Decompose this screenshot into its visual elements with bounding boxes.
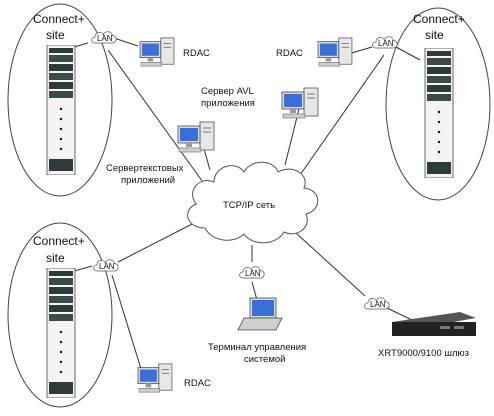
network-label: TCP/IP сеть [223,200,275,211]
text-server-label-line2: приложений [121,175,175,186]
text-server-icon [177,121,215,153]
rdac-label: RDAC [183,48,210,59]
site-label-line2: site [425,28,444,42]
rdac-computer-icon [137,363,173,393]
site-label-line1: Connect+ [33,12,85,26]
terminal-label-line2: системой [244,354,285,365]
tcpip-cloud-icon [187,161,319,244]
site-boundary-top-left [7,3,113,197]
site-label-line2: site [46,251,65,265]
terminal-label-line1: Терминал управления [208,342,306,353]
gateway-device-icon [392,312,476,336]
lan-label: LAN [245,269,261,278]
server-rack-icon [46,268,76,398]
site-label-line1: Connect+ [33,234,85,248]
site-boundary-top-right [385,7,491,201]
server-rack-icon [46,45,76,175]
rdac-label: RDAC [276,48,303,59]
site-boundary-bottom-left [7,222,113,408]
avl-server-icon [281,87,319,119]
lan-label: LAN [370,300,386,309]
avl-server-label-line1: Сервер AVL [201,86,254,97]
lan-label: LAN [378,39,394,48]
lan-label: LAN [99,262,115,271]
lan-label: LAN [97,34,113,43]
laptop-icon [237,297,283,331]
rdac-label: RDAC [184,378,211,389]
site-label-line1: Connect+ [413,12,465,26]
gateway-label: XRT9000/9100 шлюз [378,348,469,359]
rdac-computer-icon [317,37,353,67]
server-rack-icon [424,48,454,178]
avl-server-label-line2: приложения [201,98,255,109]
rdac-computer-icon [139,37,175,67]
site-label-line2: site [46,28,65,42]
text-server-label-line1: Сервертекстовых [106,163,184,174]
